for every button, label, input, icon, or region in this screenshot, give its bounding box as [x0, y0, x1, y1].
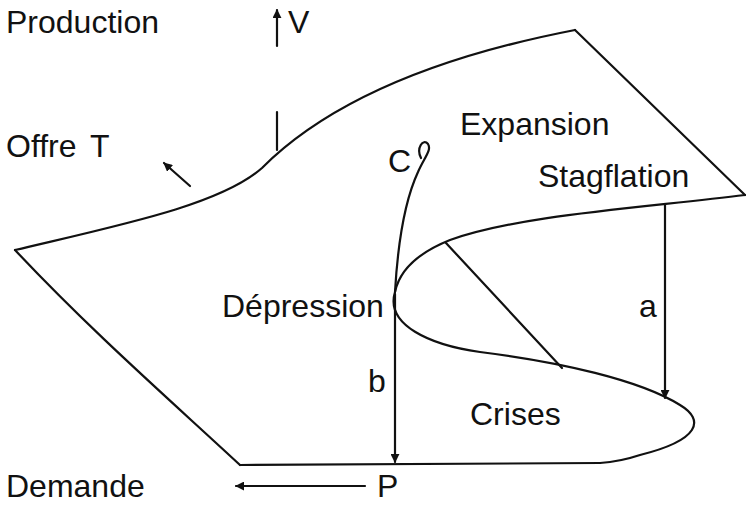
fold-curve — [394, 195, 745, 463]
diagram-label: a — [639, 290, 657, 322]
fold-inner-line — [446, 243, 562, 368]
diagram-label: b — [368, 365, 386, 397]
diagram-label: P — [377, 470, 398, 502]
supply-arrow — [164, 163, 190, 186]
demand-arrow — [236, 485, 365, 487]
diagram-label: Stagflation — [538, 160, 689, 192]
diagram-label: Production — [6, 6, 159, 38]
diagram-label: Dépression — [222, 290, 384, 322]
diagram-label: Offre — [6, 130, 77, 162]
diagram-label: T — [90, 130, 110, 162]
diagram-label: Demande — [6, 470, 145, 502]
vertical-axis-stem — [276, 112, 278, 150]
diagram-label: C — [388, 145, 411, 177]
diagram-label: V — [288, 6, 309, 38]
surface-bottom-edge — [240, 463, 600, 465]
diagram-label: Expansion — [460, 108, 609, 140]
surface-top-edge — [15, 30, 575, 250]
production-arrow — [276, 10, 278, 46]
jump-arrow-a — [664, 204, 666, 398]
diagram-label: Crises — [470, 398, 561, 430]
jump-arrow-b — [394, 294, 396, 462]
surface-left-edge — [15, 250, 240, 465]
